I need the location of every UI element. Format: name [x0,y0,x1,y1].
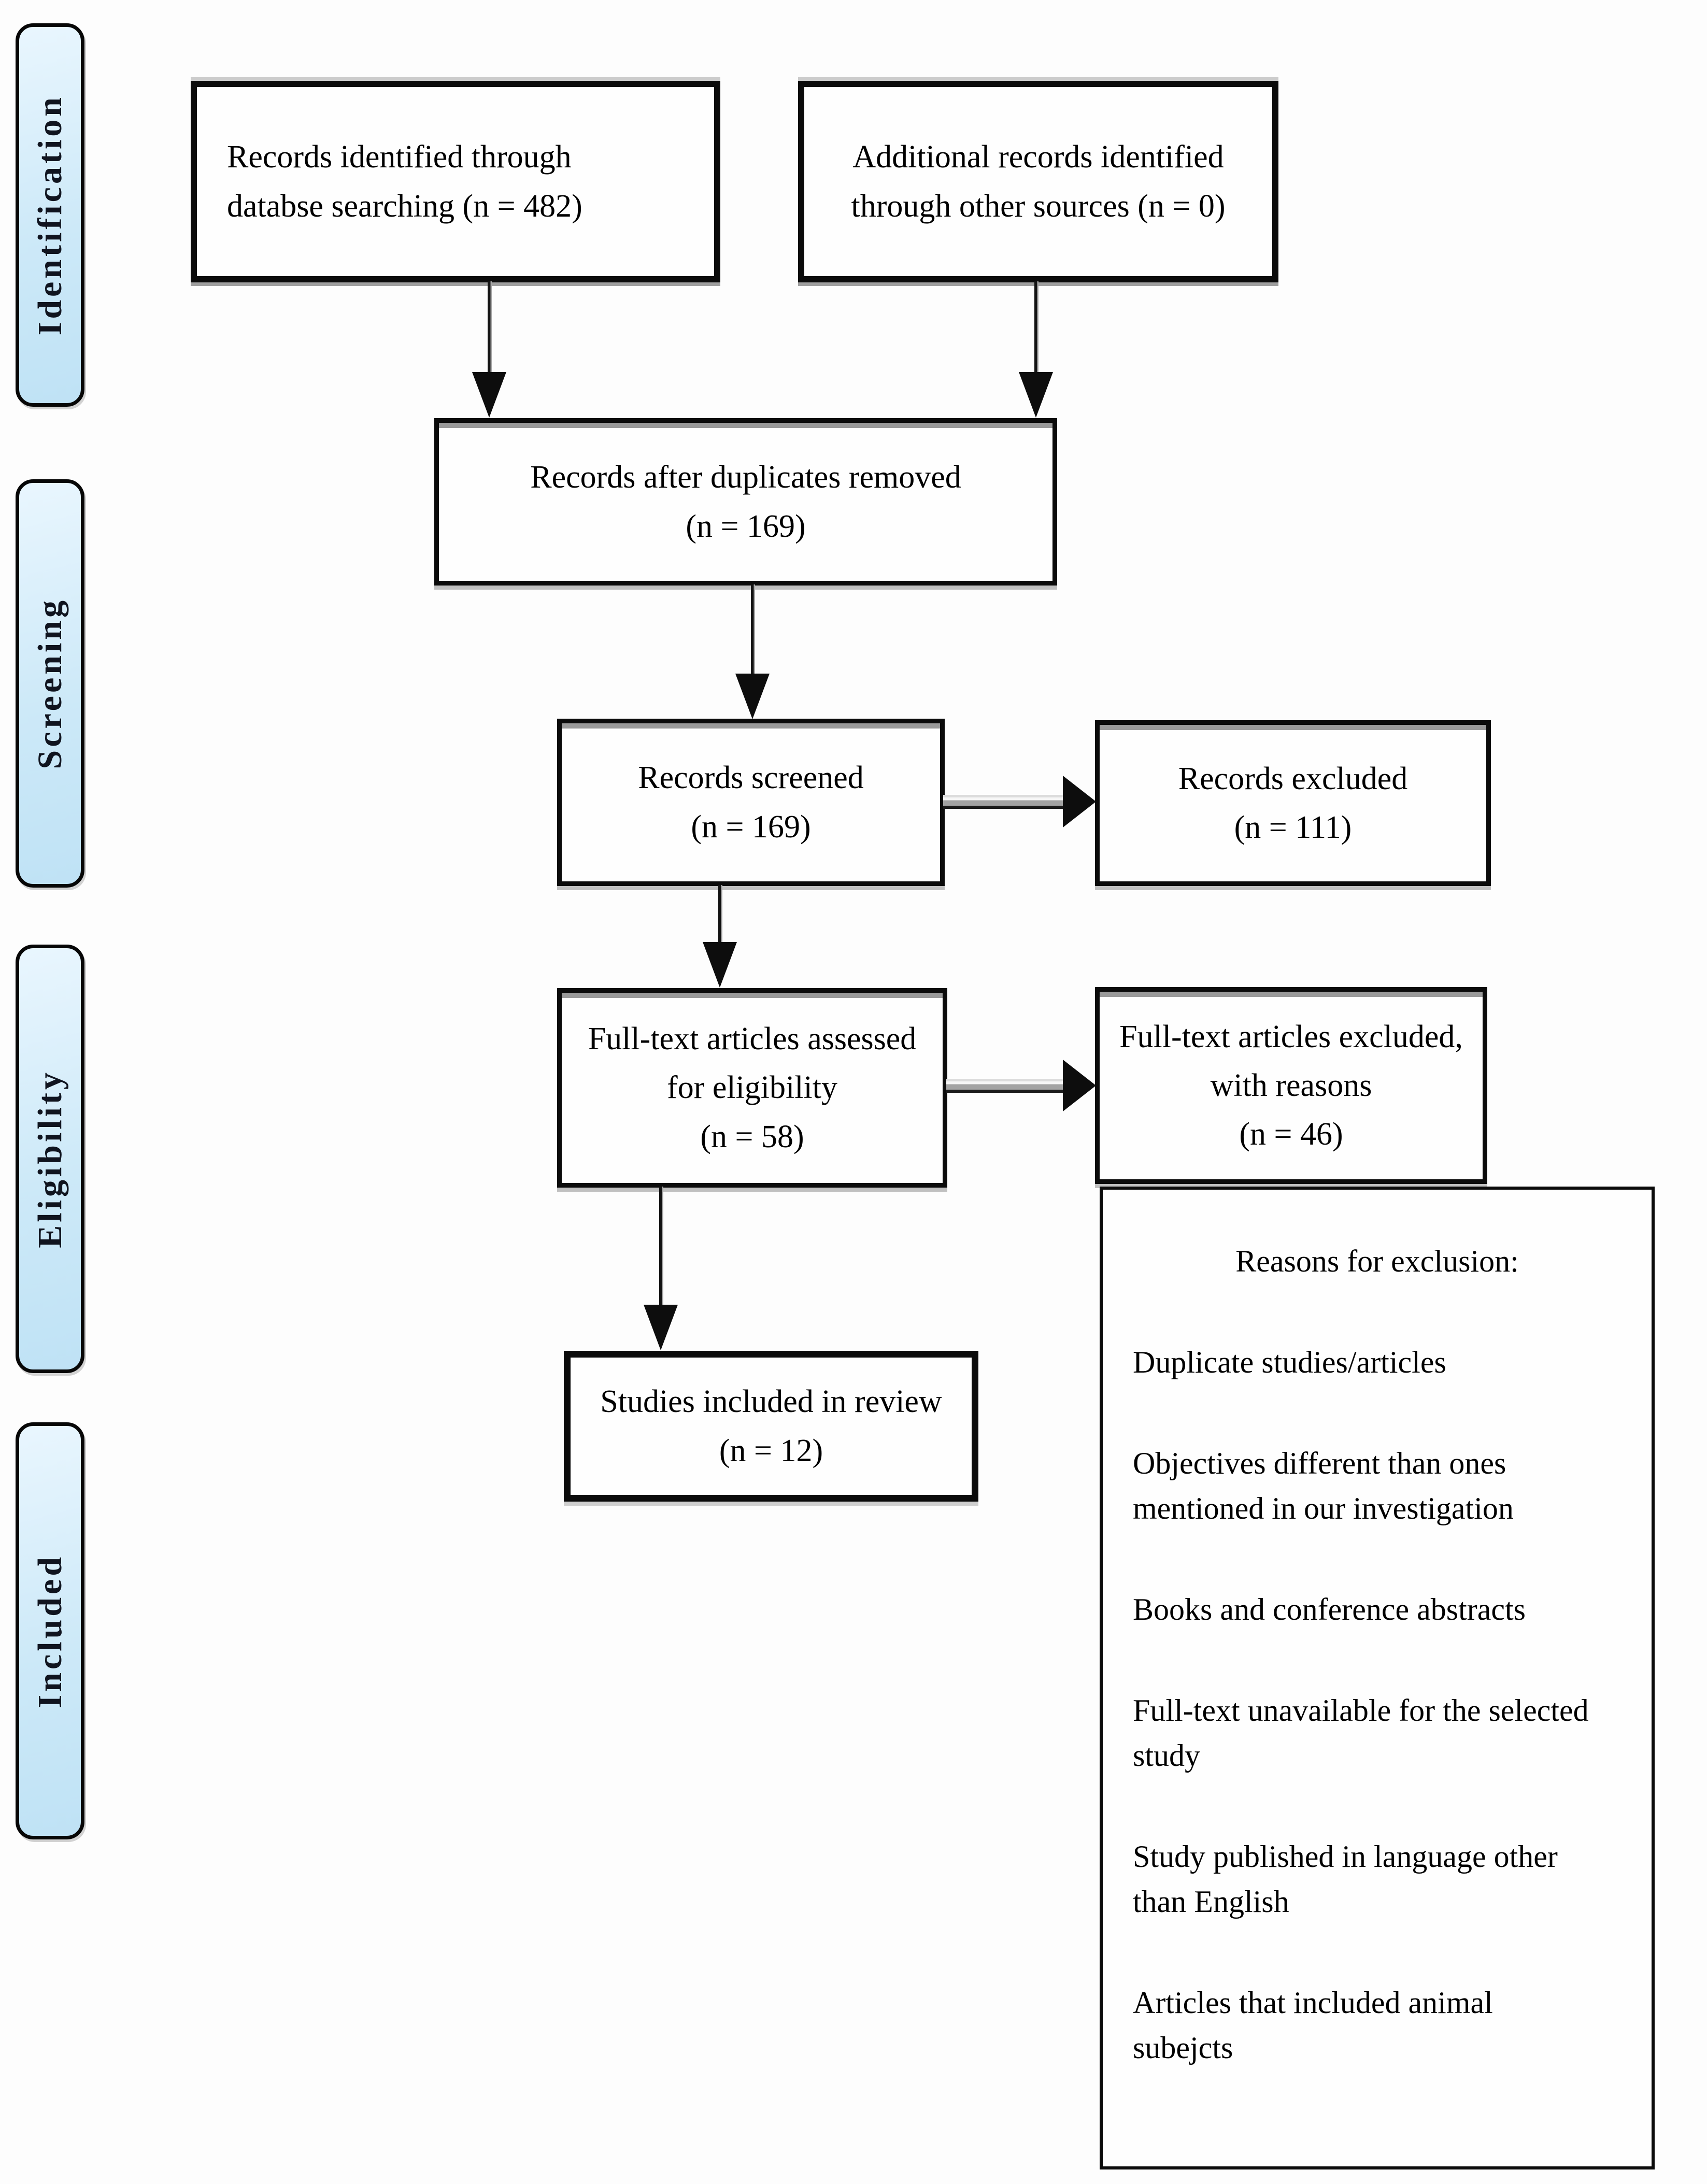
arrow-fulltext-to-included [659,1187,663,1308]
box-fulltext-assessed: Full-text articles assessed for eligibil… [557,988,947,1188]
exclusion-reasons-title: Reasons for exclusion: [1235,1244,1519,1278]
box-fulltext-excluded-text: Full-text articles excluded, with reason… [1119,1019,1463,1152]
arrow-identified-to-duplicates [488,281,492,380]
reason-item: Full-text unavailable for the selected s… [1133,1693,1589,1773]
box-exclusion-reasons: Reasons for exclusion: Duplicate studies… [1100,1187,1655,2169]
stage-included-label: Included [31,1553,69,1708]
box-additional-records: Additional records identified through ot… [798,81,1278,282]
stage-screening: Screening [16,479,84,888]
box-additional-records-text: Additional records identified through ot… [851,139,1226,224]
reason-item: Study published in language other than E… [1133,1839,1558,1919]
stage-included: Included [16,1422,84,1839]
arrowhead-additional-to-duplicates [1019,372,1053,418]
box-records-screened-text: Records screened (n = 169) [638,760,864,845]
box-records-excluded: Records excluded (n = 111) [1095,720,1491,886]
box-studies-included: Studies included in review (n = 12) [564,1351,978,1502]
arrowhead-screened-to-fulltext [703,942,737,988]
box-fulltext-assessed-text: Full-text articles assessed for eligibil… [588,1021,917,1154]
reason-item: Objectives different than ones mentioned… [1133,1446,1514,1525]
stage-identification: Identification [16,23,84,407]
box-duplicates-removed-text: Records after duplicates removed (n = 16… [530,460,961,544]
box-records-screened: Records screened (n = 169) [557,719,945,886]
stage-identification-label: Identification [31,94,69,336]
arrow-fulltext-to-excluded [946,1079,1068,1093]
stage-eligibility-label: Eligibility [31,1069,69,1248]
reason-item: Duplicate studies/articles [1133,1345,1446,1379]
reason-item: Books and conference abstracts [1133,1592,1526,1626]
box-records-identified-text: Records identified through databse searc… [227,139,582,224]
arrow-screened-to-excluded [943,795,1068,809]
arrowhead-fulltext-to-excluded [1063,1060,1096,1111]
stage-eligibility: Eligibility [16,945,84,1373]
box-duplicates-removed: Records after duplicates removed (n = 16… [434,418,1057,586]
arrow-screened-to-fulltext [718,885,722,946]
box-records-identified: Records identified through databse searc… [191,81,720,282]
box-records-excluded-text: Records excluded (n = 111) [1178,761,1408,845]
stage-screening-label: Screening [31,597,69,769]
arrowhead-identified-to-duplicates [472,372,506,418]
arrowhead-screened-to-excluded [1063,776,1096,827]
box-fulltext-excluded: Full-text articles excluded, with reason… [1095,987,1487,1184]
arrowhead-duplicates-to-screened [735,674,770,719]
arrowhead-fulltext-to-included [644,1305,678,1350]
arrow-additional-to-duplicates [1034,281,1039,380]
arrow-duplicates-to-screened [751,584,755,677]
reason-item: Articles that included animal subejcts [1133,1986,1493,2065]
box-studies-included-text: Studies included in review (n = 12) [600,1384,942,1468]
